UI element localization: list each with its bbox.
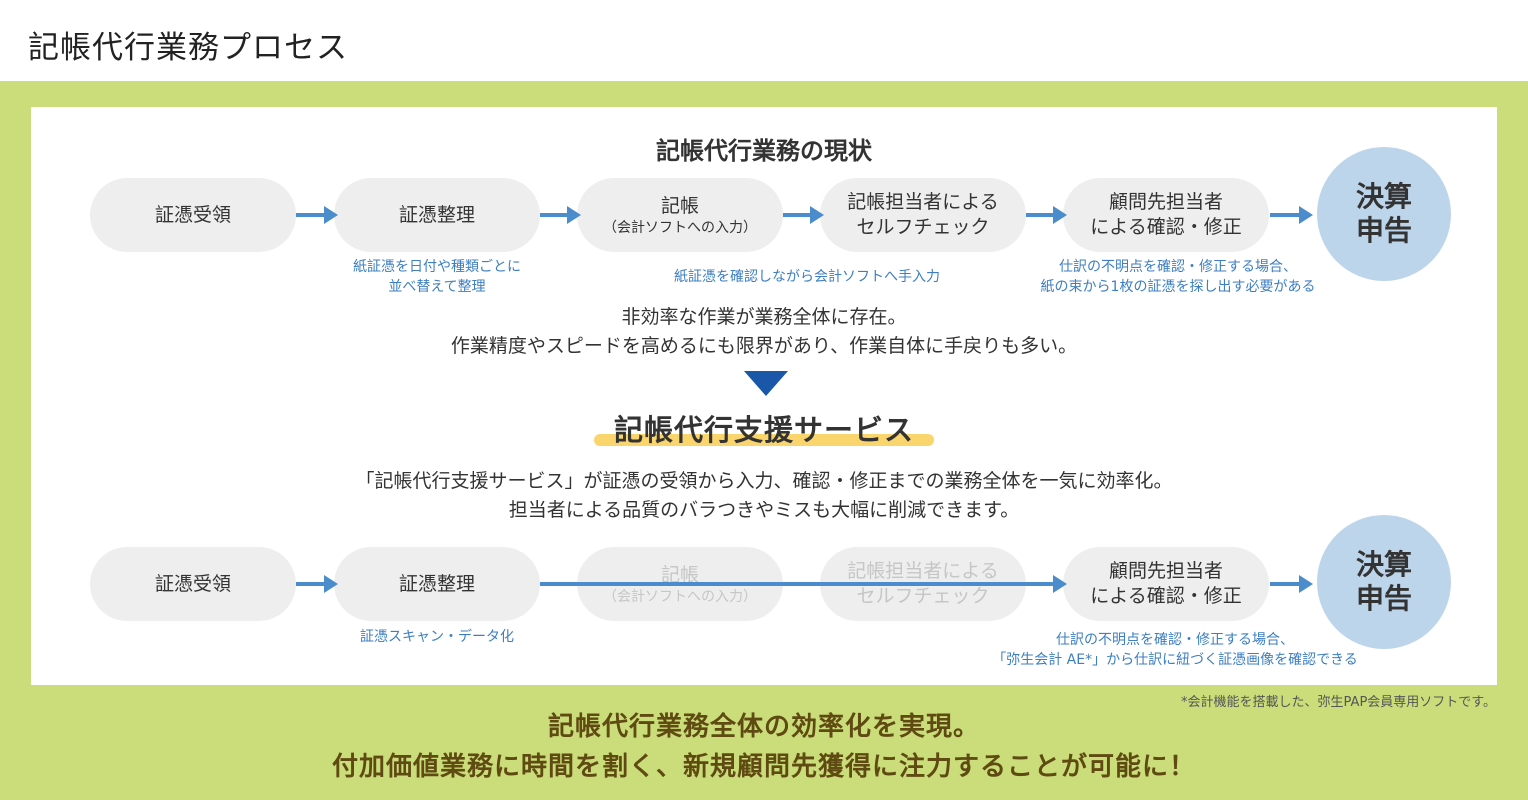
- conclusion-text: 記帳代行業務全体の効率化を実現。 付加価値業務に時間を割く、新規顧問先獲得に注力…: [331, 712, 1196, 782]
- service-flow-arrow-final: [1270, 575, 1313, 593]
- current-note-organize: 紙証憑を日付や種類ごとに 並べ替えて整理: [353, 259, 521, 295]
- step-label: 証憑整理: [398, 572, 475, 595]
- current-final-settlement: 決算申告: [1317, 147, 1451, 281]
- current-note-bookkeeping: 紙証憑を確認しながら会計ソフトへ手入力: [674, 269, 940, 285]
- current-summary: 非効率な作業が業務全体に存在。 作業精度やスピードを高めるにも限界があり、作業自…: [450, 306, 1078, 357]
- triangle-down-icon: [744, 371, 788, 396]
- step-sublabel: （会計ソフトへの入力）: [603, 588, 757, 605]
- final-label: 決算申告: [1355, 180, 1412, 247]
- service-final-settlement: 決算申告: [1317, 515, 1451, 649]
- service-step-client-review: 顧問先担当者 による確認・修正: [1063, 547, 1269, 621]
- footnote: *会計機能を搭載した、弥生PAP会員専用ソフトです。: [1181, 695, 1496, 710]
- current-step-receive: 証憑受領: [90, 178, 296, 252]
- step-label: 顧問先担当者 による確認・修正: [1090, 560, 1242, 607]
- service-note-client-review: 仕訳の不明点を確認・修正する場合、 「弥生会計 AE*」から仕訳に紐づく証憑画像…: [992, 632, 1358, 668]
- service-summary: 「記帳代行支援サービス」が証憑の受領から入力、確認・修正までの業務全体を一気に効…: [355, 470, 1173, 521]
- current-step-bookkeeping: 記帳 （会計ソフトへの入力）: [577, 178, 783, 252]
- flow-arrow-1: [296, 206, 338, 224]
- step-label: 証憑受領: [154, 203, 231, 226]
- step-label: 証憑受領: [154, 572, 231, 595]
- service-title: 記帳代行支援サービス: [613, 413, 914, 447]
- current-step-self-check: 記帳担当者による セルフチェック: [820, 178, 1026, 252]
- flow-arrow-3: [783, 206, 824, 224]
- flow-arrow-4: [1026, 206, 1067, 224]
- service-flow-arrow-1: [296, 575, 338, 593]
- service-step-organize: 証憑整理: [334, 547, 540, 621]
- final-label: 決算申告: [1355, 548, 1412, 615]
- current-step-client-review: 顧問先担当者 による確認・修正: [1063, 178, 1269, 252]
- step-sublabel: （会計ソフトへの入力）: [603, 219, 757, 236]
- flow-arrow-2: [540, 206, 581, 224]
- title-highlight: [594, 434, 934, 446]
- current-step-organize: 証憑整理: [334, 178, 540, 252]
- service-flow-arrow-skip: [540, 575, 1067, 593]
- step-label: 記帳担当者による セルフチェック: [847, 191, 999, 238]
- current-state-title: 記帳代行業務の現状: [656, 137, 872, 165]
- current-note-client-review: 仕訳の不明点を確認・修正する場合、 紙の束から1枚の証憑を探し出す必要がある: [1040, 259, 1316, 295]
- service-step-receive: 証憑受領: [90, 547, 296, 621]
- flow-arrow-5: [1270, 206, 1313, 224]
- step-label: 記帳: [660, 194, 699, 217]
- service-note-scan: 証憑スキャン・データ化: [360, 629, 514, 645]
- page-title: 記帳代行業務プロセス: [28, 30, 348, 66]
- step-label: 顧問先担当者 による確認・修正: [1090, 191, 1242, 238]
- step-label: 証憑整理: [398, 203, 475, 226]
- step-label: 記帳担当者による セルフチェック: [847, 560, 999, 607]
- step-label: 記帳: [660, 563, 699, 586]
